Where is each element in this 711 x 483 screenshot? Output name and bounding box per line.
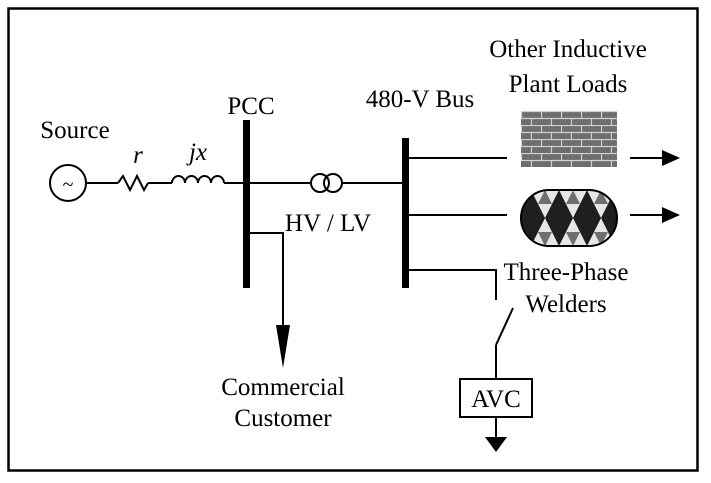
diagram-border — [7, 7, 699, 472]
transformer-label: HV / LV — [285, 210, 371, 237]
welders-arrow-icon — [662, 207, 680, 223]
resistor-icon — [117, 173, 149, 193]
bus-label: 480-V Bus — [366, 86, 475, 113]
welder-load-icon — [520, 189, 618, 247]
avc-feeder-line — [409, 269, 497, 300]
commercial-feeder-line — [250, 232, 284, 330]
pcc-label: PCC — [227, 93, 274, 120]
avc-label: AVC — [471, 386, 521, 413]
welders-label-line1: Three-Phase — [504, 259, 629, 286]
resistance-label: r — [133, 142, 143, 169]
480v-bus-bar — [402, 138, 409, 288]
other-loads-arrow-icon — [662, 150, 680, 166]
commercial-label-line1: Commercial — [221, 374, 345, 401]
welders-label-line2: Welders — [525, 291, 606, 318]
ground-icon — [485, 437, 507, 452]
pcc-bus-bar — [243, 120, 250, 288]
transformer-icon — [310, 173, 343, 193]
brick-load-icon — [521, 111, 617, 167]
other-loads-label-line1: Other Inductive — [489, 36, 647, 63]
commercial-load-arrow-icon — [276, 325, 290, 368]
source-symbol: ~ — [63, 174, 74, 196]
switch-icon — [495, 307, 514, 346]
inductor-icon — [171, 175, 225, 184]
commercial-label-line2: Customer — [234, 405, 332, 432]
ac-source-icon: ~ — [49, 164, 87, 202]
avc-box — [459, 378, 533, 418]
other-loads-label-line2: Plant Loads — [509, 71, 628, 98]
reactance-label: jx — [186, 139, 207, 166]
source-label: Source — [40, 117, 109, 144]
